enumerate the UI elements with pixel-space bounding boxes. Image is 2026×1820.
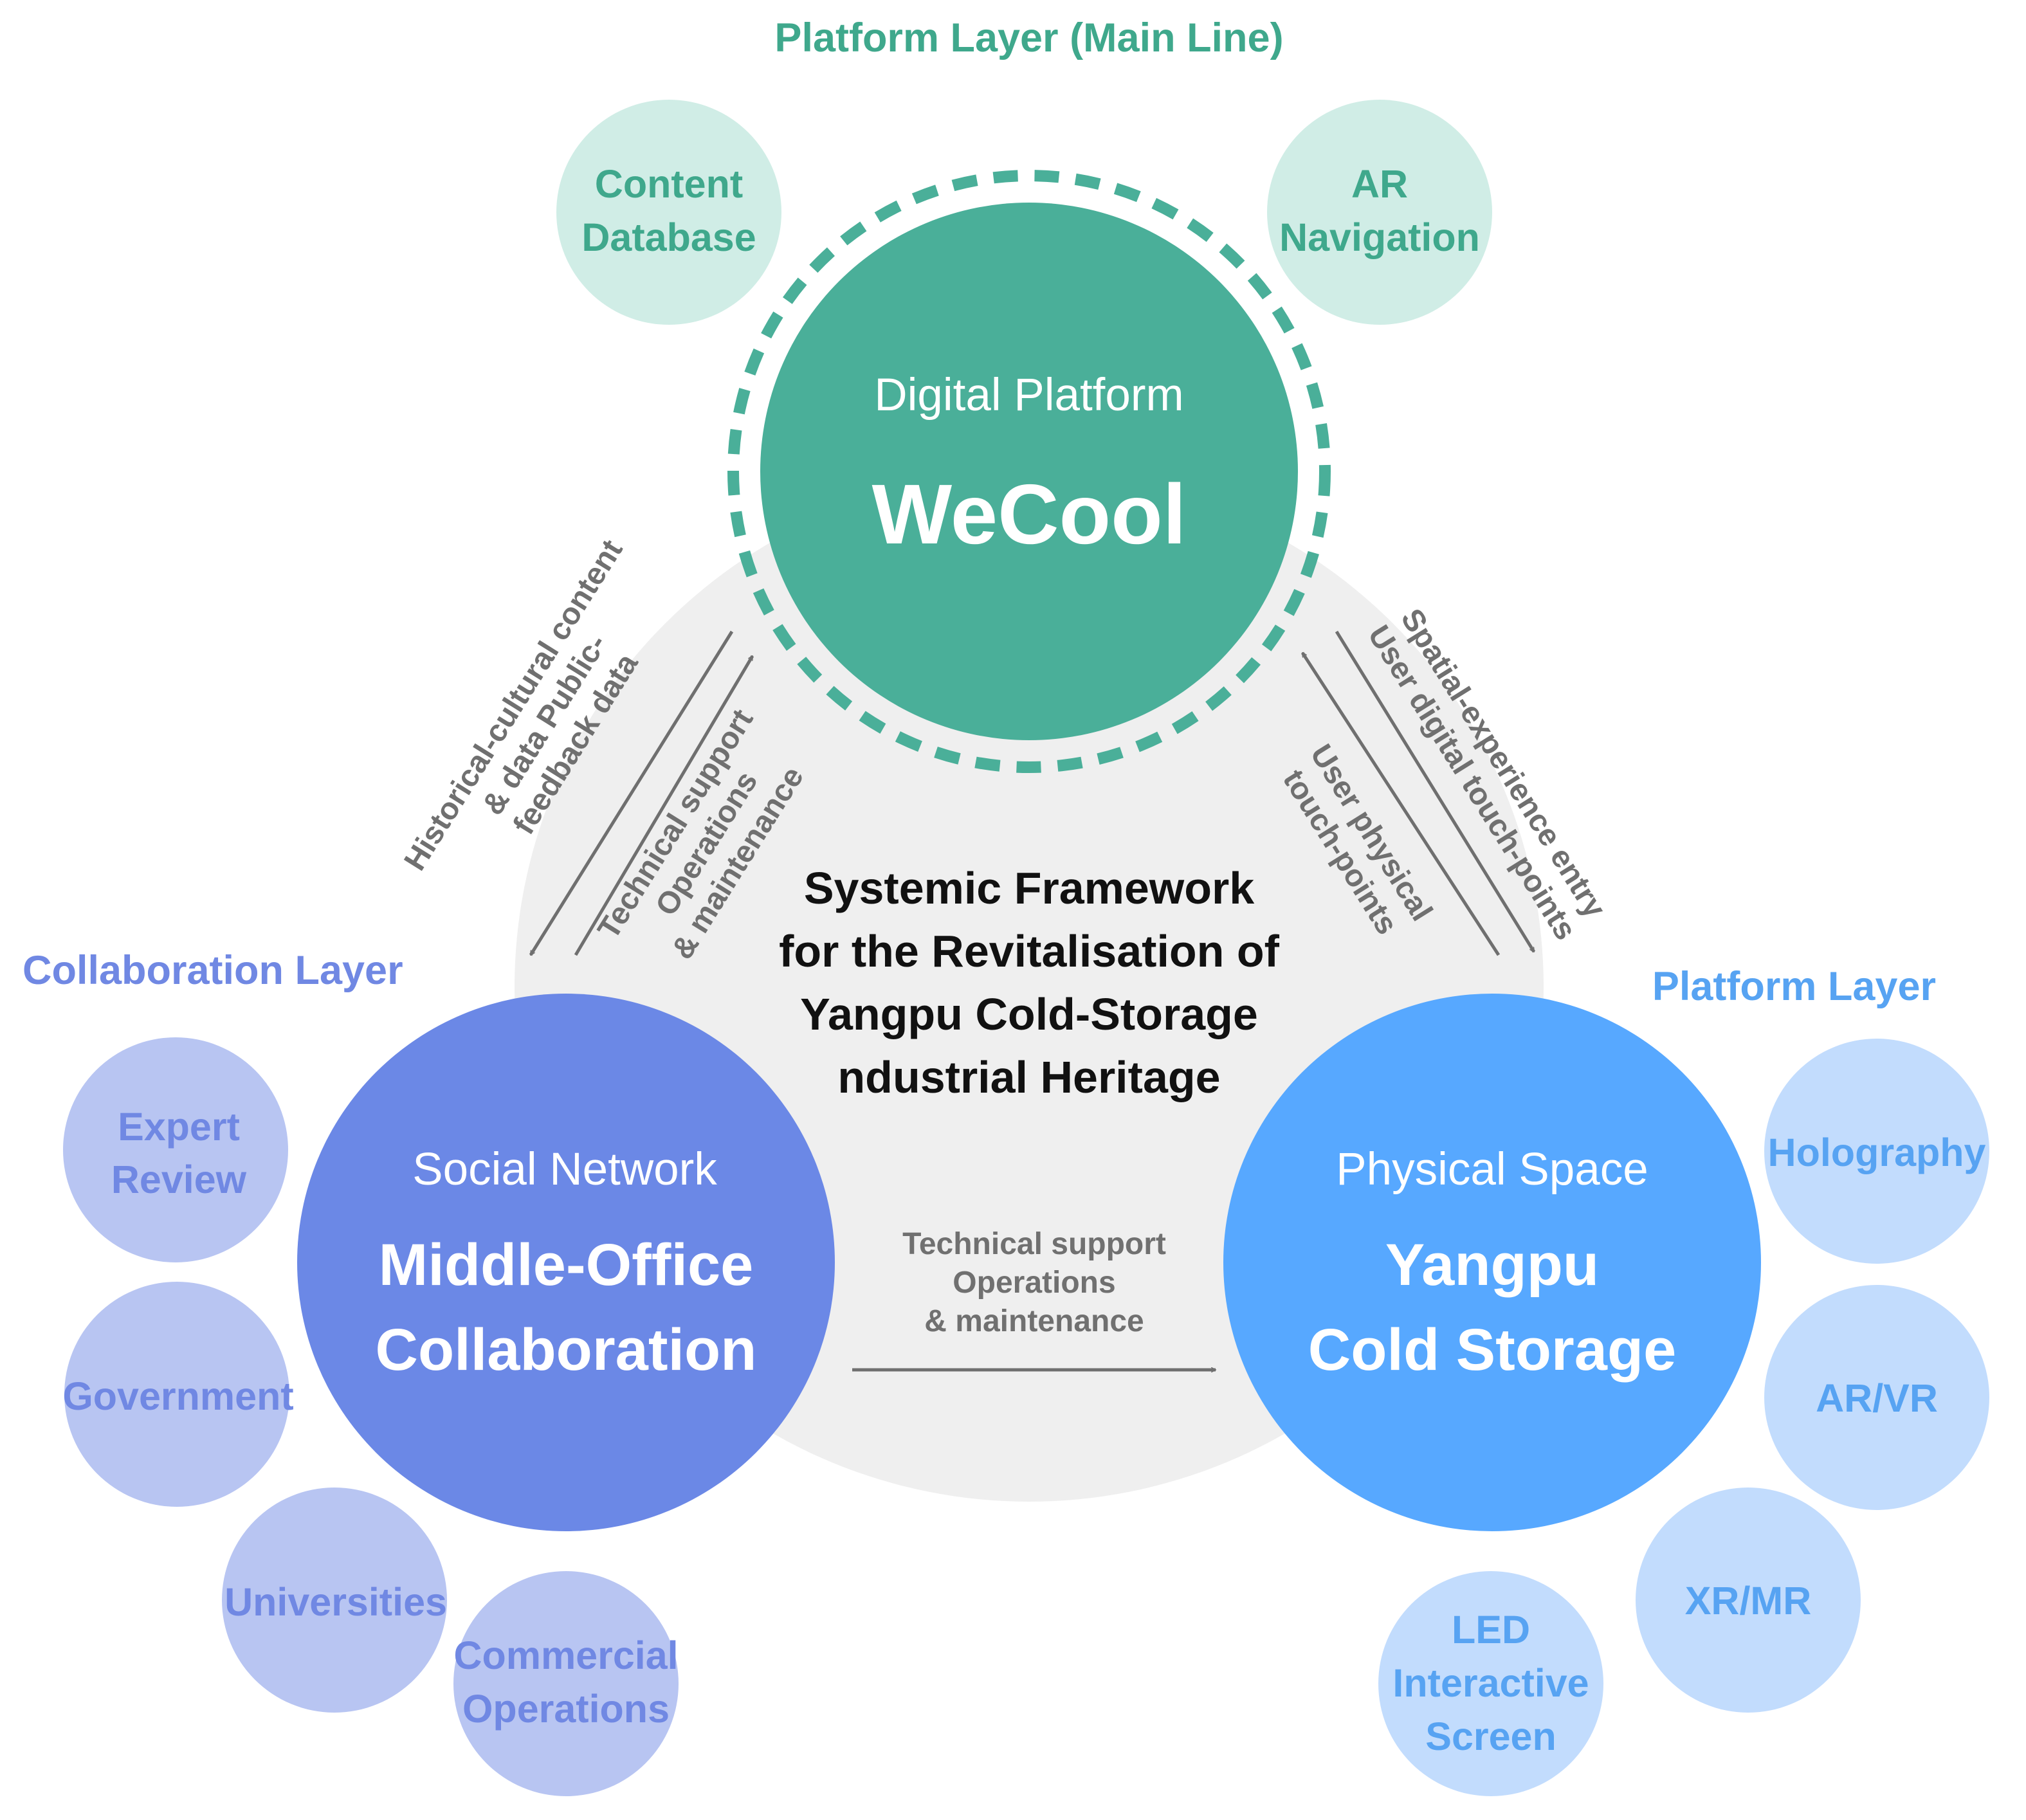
center-title-line: Yangpu Cold-Storage [800, 989, 1258, 1039]
hub-title-line: Cold Storage [1308, 1317, 1676, 1383]
platform-layer-main-title: Platform Layer (Main Line) [774, 15, 1283, 60]
satellite-label: Government [62, 1374, 293, 1418]
satellite-universities: Universities [222, 1488, 447, 1713]
hub-subtitle: Digital Platform [874, 370, 1183, 421]
satellite-label: XR/MR [1685, 1579, 1812, 1623]
satellite-label: Review [111, 1158, 247, 1201]
hub-title-line: Middle-Office [379, 1232, 754, 1298]
arrow-wecool-to-cold-storage [1335, 630, 1536, 952]
hub-circle [1223, 994, 1761, 1531]
satellite-label: Content [595, 162, 743, 206]
flow-label-bottom: Technical support Operations & maintenan… [902, 1227, 1166, 1338]
satellite-label: Commercial [453, 1633, 678, 1677]
satellite-holography: Holography [1764, 1039, 1989, 1264]
center-title-line: Systemic Framework [804, 863, 1254, 913]
satellite-xr-mr: XR/MR [1636, 1488, 1861, 1713]
satellite-bubble [1764, 1285, 1989, 1510]
satellite-bubble [64, 1282, 289, 1507]
hub-digital-platform: Digital Platform WeCool [727, 170, 1331, 773]
arrow-wecool-to-middle-office [529, 630, 734, 955]
satellite-label: AR/VR [1816, 1376, 1938, 1420]
satellite-bubble [1378, 1571, 1603, 1796]
satellite-bubble [1267, 100, 1492, 325]
satellite-bubble [63, 1037, 288, 1262]
satellite-label: Navigation [1279, 215, 1480, 259]
hub-subtitle: Social Network [412, 1144, 717, 1195]
satellite-label: AR [1351, 162, 1408, 206]
hub-subtitle: Physical Space [1336, 1144, 1648, 1195]
satellite-label: Universities [224, 1580, 447, 1624]
satellite-ar-vr: AR/VR [1764, 1285, 1989, 1510]
arrow-middle-office-to-wecool [574, 656, 754, 956]
satellite-label: Holography [1768, 1131, 1986, 1174]
flow-label-line: Operations [953, 1266, 1115, 1300]
platform-layer-title: Platform Layer [1652, 964, 1936, 1009]
flow-label-line: & maintenance [924, 1304, 1144, 1338]
satellite-commercial-operations: Commercial Operations [453, 1571, 679, 1796]
satellite-label: Database [581, 215, 756, 259]
center-title: Systemic Framework for the Revitalisatio… [779, 863, 1280, 1102]
satellite-label: Interactive [1392, 1661, 1589, 1705]
center-title-line: ndustrial Heritage [837, 1052, 1220, 1102]
hub-title-line: Yangpu [1385, 1232, 1599, 1298]
arrow-cold-storage-to-wecool [1300, 653, 1501, 956]
collaboration-layer-title: Collaboration Layer [23, 948, 403, 993]
satellite-bubble [556, 100, 781, 325]
hub-title: WeCool [872, 467, 1187, 561]
satellite-label: Screen [1425, 1715, 1556, 1758]
hub-physical-space: Physical Space Yangpu Cold Storage [1223, 994, 1761, 1531]
hub-circle [297, 994, 835, 1531]
satellite-expert-review: Expert Review [63, 1037, 288, 1262]
satellite-government: Government [62, 1282, 294, 1507]
satellite-ar-navigation: AR Navigation [1267, 100, 1492, 325]
satellite-bubble [222, 1488, 447, 1713]
satellite-label: Expert [118, 1105, 240, 1149]
flow-label-line: Technical support [902, 1227, 1166, 1261]
satellite-bubble [1764, 1039, 1989, 1264]
satellite-led-interactive-screen: LED Interactive Screen [1378, 1571, 1603, 1796]
satellite-label: LED [1452, 1608, 1530, 1652]
hub-title-line: Collaboration [376, 1317, 757, 1383]
satellite-bubble [1636, 1488, 1861, 1713]
center-title-line: for the Revitalisation of [779, 926, 1280, 976]
satellite-label: Operations [462, 1687, 670, 1731]
hub-circle [760, 203, 1298, 740]
hub-social-network: Social Network Middle-Office Collaborati… [297, 994, 835, 1531]
satellite-bubble [453, 1571, 679, 1796]
satellite-content-database: Content Database [556, 100, 781, 325]
hub-dashed-ring [727, 170, 1331, 773]
